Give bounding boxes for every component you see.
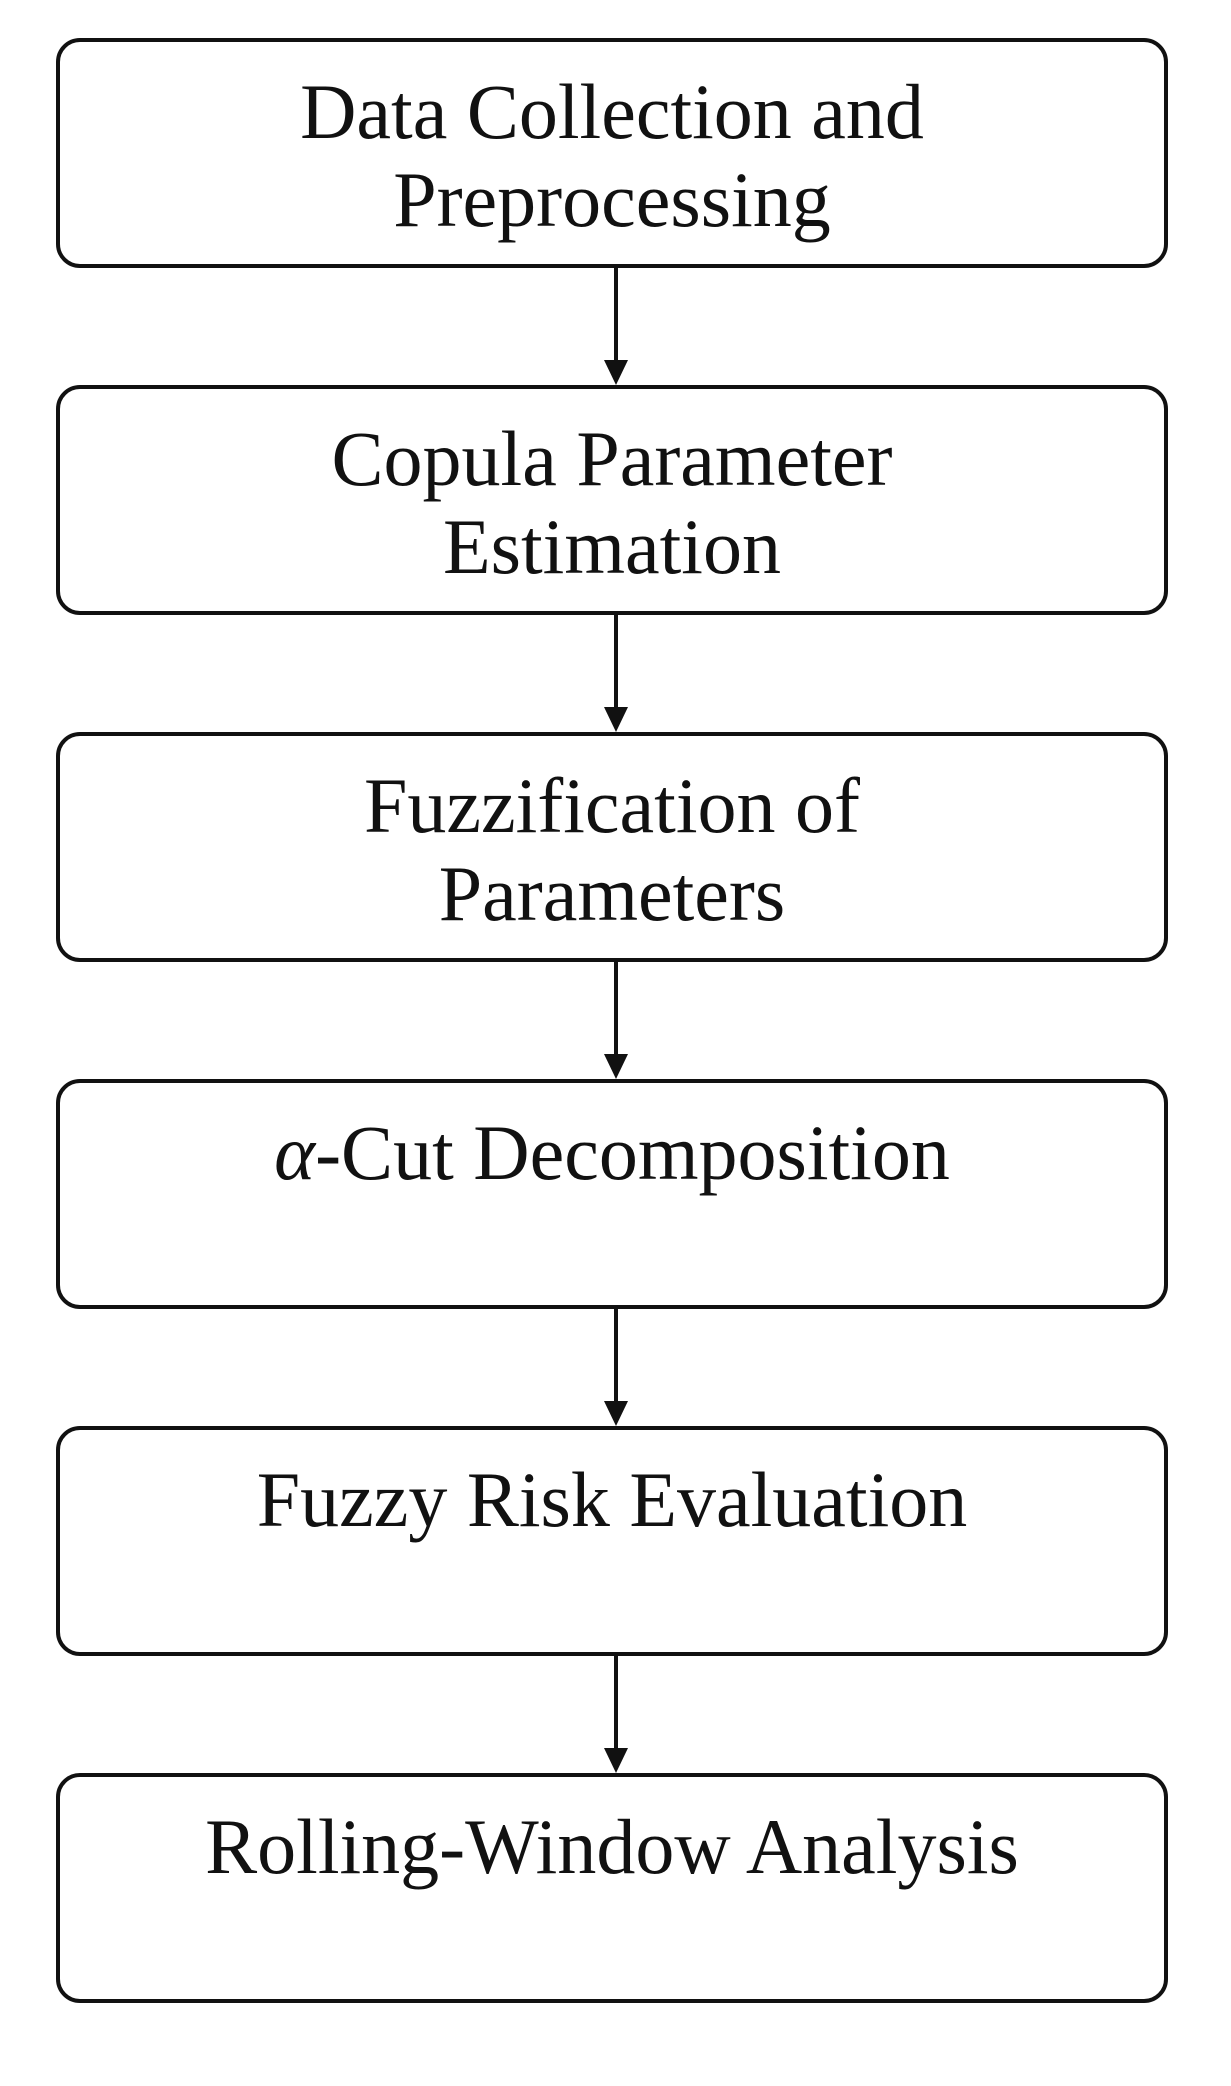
step-label: Data Collection and Preprocessing: [300, 68, 924, 243]
arrow-head: [604, 360, 628, 385]
arrow-head: [604, 707, 628, 732]
step-fuzzification: Fuzzification of Parameters: [56, 732, 1168, 962]
step-label: α-Cut Decomposition: [60, 1109, 1164, 1197]
arrow-head: [604, 1401, 628, 1426]
step-label: Fuzzification of Parameters: [364, 762, 860, 937]
step-label: Rolling-Window Analysis: [205, 1803, 1019, 1890]
alpha-symbol: α: [274, 1109, 316, 1196]
step-label: Copula Parameter Estimation: [331, 415, 893, 590]
step-rolling-window: Rolling-Window Analysis: [56, 1773, 1168, 2003]
step-data-collection: Data Collection and Preprocessing: [56, 38, 1168, 268]
step-fuzzy-risk: Fuzzy Risk Evaluation: [56, 1426, 1168, 1656]
arrow-head: [604, 1748, 628, 1773]
step-alpha-cut: α-Cut Decomposition: [56, 1079, 1168, 1309]
arrow-head: [604, 1054, 628, 1079]
step-label: Fuzzy Risk Evaluation: [256, 1456, 968, 1543]
step-label-text: -Cut Decomposition: [315, 1109, 950, 1196]
step-copula-estimation: Copula Parameter Estimation: [56, 385, 1168, 615]
